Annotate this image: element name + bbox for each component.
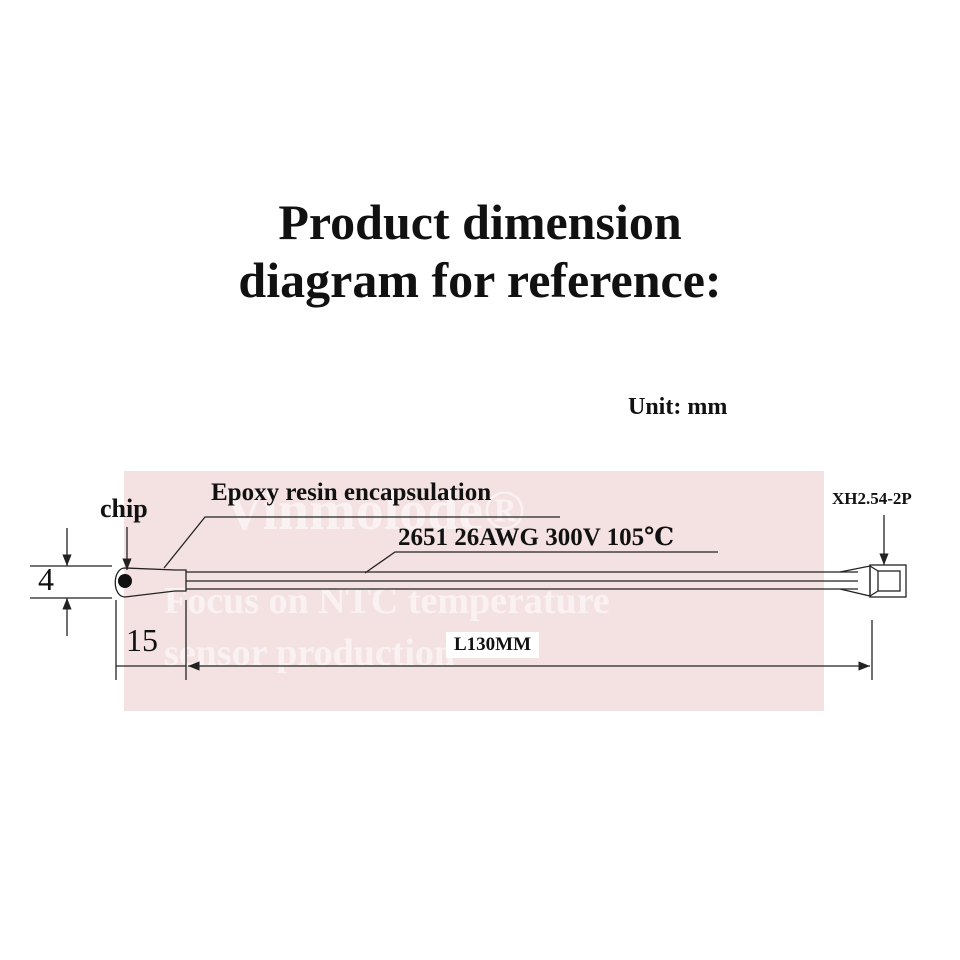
watermark-line-1: Focus on NTC temperature [164,580,610,622]
dim-head-label: 15 [126,622,158,658]
connector-body [869,564,907,598]
wire-leader [364,551,718,574]
connector-label: XH2.54-2P [832,489,912,508]
epoxy-label: Epoxy resin encapsulation [211,479,492,506]
unit-label: Unit: mm [628,394,728,420]
connector-inner [877,570,901,592]
wire-spec-label: 2651 26AWG 300V 105℃ [398,524,675,551]
dim-diameter-label: 4 [38,561,54,597]
epoxy-leader [163,516,560,569]
chip-label: chip [100,494,148,523]
page-title-line-1: Product dimension [278,194,682,250]
dim-length-label: L130MM [446,632,540,658]
watermark: Vinmolode® Focus on NTC temperature sens… [124,471,824,711]
page-title-line-2: diagram for reference: [238,252,722,308]
watermark-brand: Vinmolode® [224,480,526,542]
chip-dot [118,574,132,588]
